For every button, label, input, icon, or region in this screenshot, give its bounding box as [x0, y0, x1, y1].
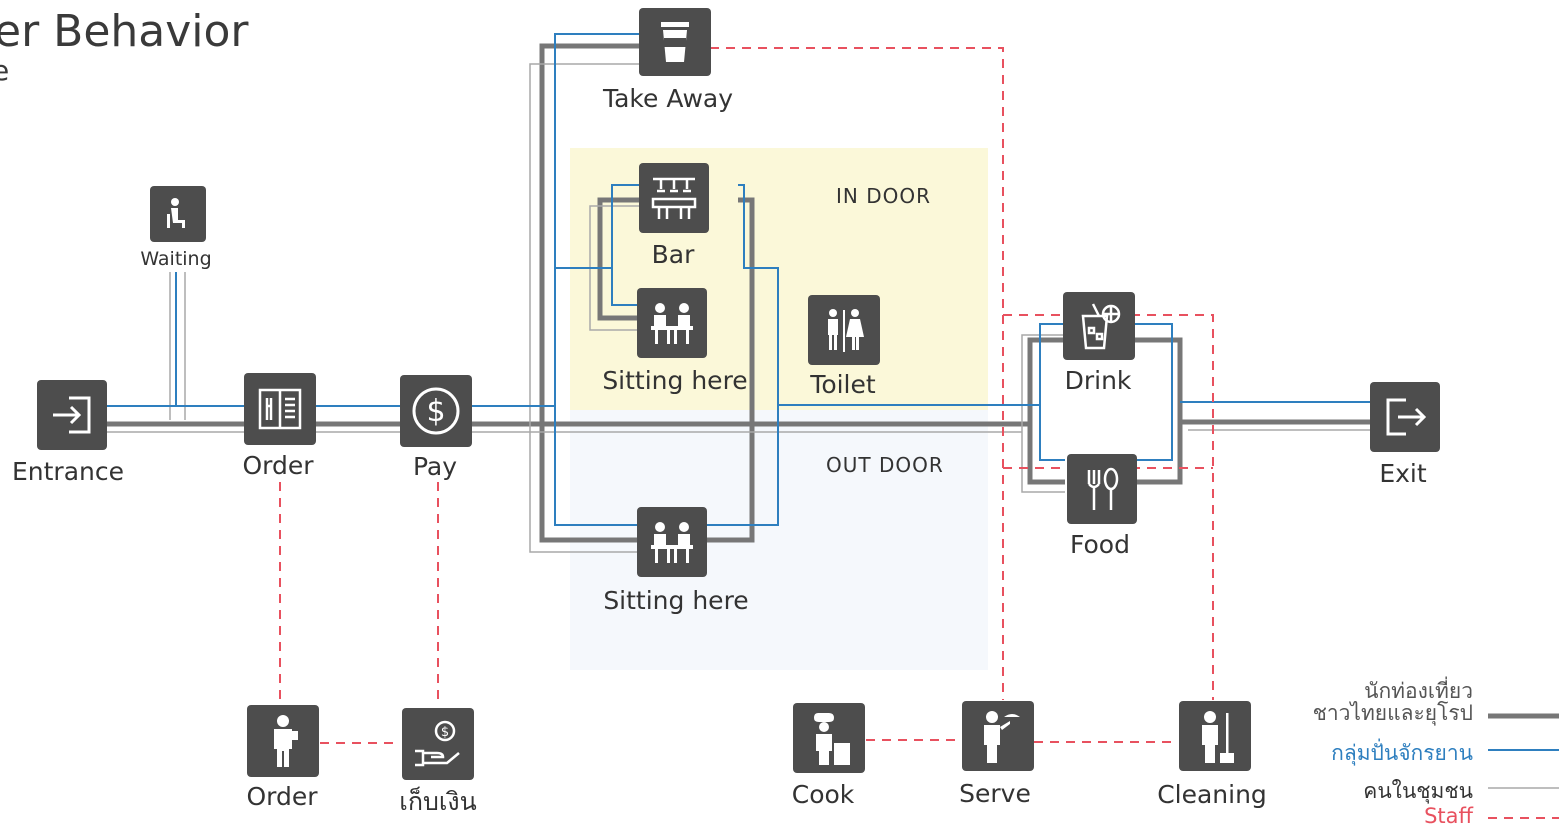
- community-paths: [105, 63, 1375, 553]
- chef-icon: [793, 703, 865, 773]
- entrance-label: Entrance: [11, 457, 125, 486]
- collect-money-label: เก็บเงิน: [399, 787, 477, 816]
- toilet-icon: [808, 295, 880, 365]
- seat-icon: [150, 186, 206, 242]
- pay-label: Pay: [412, 452, 458, 481]
- legend-tourists-label: นักท่องเที่ยว ชาวไทยและยุโรป: [1313, 680, 1473, 724]
- drink-glass-icon: [1063, 292, 1135, 360]
- cleaning-label: Cleaning: [1157, 780, 1267, 809]
- take-away-label: Take Away: [602, 84, 734, 113]
- svg-text:$: $: [441, 725, 449, 740]
- diagram-subtitle: e: [0, 54, 10, 87]
- dollar-icon: $: [400, 375, 472, 447]
- serve-label: Serve: [959, 779, 1031, 808]
- dining-people-icon: [637, 507, 707, 577]
- hand-coin-icon: $: [402, 708, 474, 780]
- exit-icon: [1370, 382, 1440, 452]
- cyclist-paths: [105, 33, 1375, 526]
- diagram-title: er Behavior: [0, 6, 249, 57]
- sitting-outdoor-label: Sitting here: [603, 586, 749, 615]
- staff-order-label: Order: [246, 782, 318, 811]
- bar-label: Bar: [651, 240, 695, 269]
- cook-label: Cook: [791, 780, 855, 809]
- food-label: Food: [1070, 530, 1130, 559]
- legend-cyclists-label: กลุ่มปั่นจักรยาน: [1331, 741, 1473, 765]
- legend-lines: [1488, 713, 1559, 819]
- bar-counter-icon: [639, 163, 709, 233]
- toilet-label: Toilet: [810, 370, 876, 399]
- legend-community-label: คนในชุมชน: [1363, 779, 1473, 803]
- staff-order-icon: [247, 705, 319, 777]
- janitor-icon: [1179, 701, 1251, 771]
- drink-label: Drink: [1064, 366, 1132, 395]
- sitting-indoor-label: Sitting here: [602, 366, 748, 395]
- dining-people-icon: [637, 288, 707, 358]
- order-label: Order: [242, 451, 314, 480]
- exit-label: Exit: [1379, 459, 1427, 488]
- fork-spoon-icon: [1067, 454, 1137, 524]
- outdoor-label: OUT DOOR: [826, 453, 944, 477]
- svg-text:$: $: [426, 394, 445, 429]
- menu-icon: [244, 373, 316, 445]
- legend-tourists-text: นักท่องเที่ยว ชาวไทยและยุโรป: [1312, 679, 1473, 725]
- indoor-label: IN DOOR: [836, 184, 931, 208]
- cup-icon: [639, 8, 711, 76]
- entrance-icon: [37, 380, 107, 450]
- waiter-icon: [962, 701, 1034, 771]
- legend-staff-label: Staff: [1424, 804, 1473, 828]
- waiting-label: Waiting: [140, 248, 212, 270]
